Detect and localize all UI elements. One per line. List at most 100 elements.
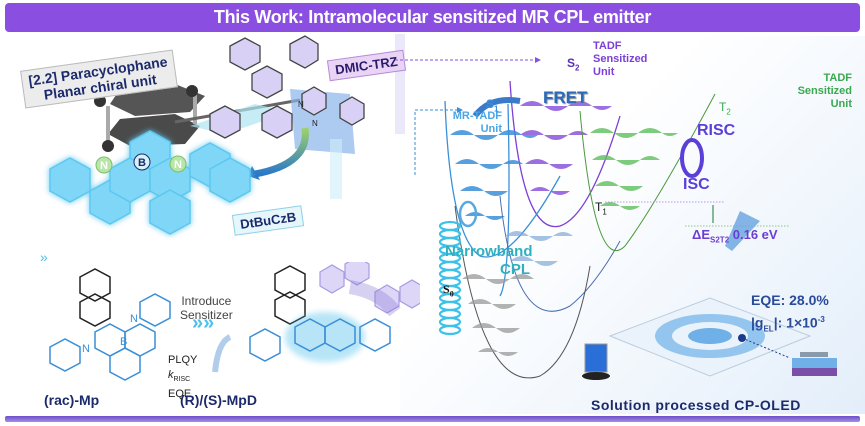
rac-mp-paracyclophane <box>79 268 111 327</box>
device-layer-bottom <box>792 368 837 376</box>
cpl-line2: CPL <box>500 261 530 278</box>
s0-potential-curve <box>454 205 591 379</box>
rs-mpd-sensitizer <box>319 262 420 314</box>
introduce-line: Introduce <box>181 294 232 308</box>
nitrogen-atom <box>169 155 187 173</box>
t2-vibrational-levels <box>590 128 678 210</box>
rac-mp-n2: N <box>130 313 138 325</box>
improvement-plqy: PLQY <box>168 354 198 366</box>
energy-level-diagram <box>438 80 837 380</box>
solution-beaker-icon <box>584 343 608 373</box>
tadf-sensitized-unit-purple: TADF Sensitized Unit <box>593 40 647 79</box>
triazine-n-label: N <box>312 119 318 128</box>
s2-potential-curve <box>509 80 621 228</box>
tadf-line3: Unit <box>593 66 615 78</box>
t2-label: T2 <box>719 100 731 116</box>
rs-mpd-paracyclophane <box>274 265 306 325</box>
t1-vibrational-levels <box>505 231 573 266</box>
gel-exp: -3 <box>817 315 825 324</box>
rac-mp-n: N <box>82 343 90 355</box>
rac-mp-b: B <box>120 336 127 348</box>
page-title: This Work: Intramolecular sensitized MR … <box>213 7 652 27</box>
improvements-list: PLQY kRISC EQE <box>168 353 197 402</box>
fret-arrow <box>472 97 521 118</box>
t1-sub: 1 <box>602 207 607 217</box>
s1-arrowhead <box>457 107 463 113</box>
tadf-green-line1: TADF <box>823 72 852 84</box>
introduce-sensitizer-text: Introduce Sensitizer <box>180 294 233 322</box>
s1-connector <box>414 109 457 175</box>
title-bar: This Work: Intramolecular sensitized MR … <box>5 3 860 32</box>
s2-label: S2 <box>567 56 579 72</box>
gel-prefix: |g <box>751 314 764 331</box>
dmic-trz-structure <box>209 35 365 139</box>
gel-value: |gEL|: 1×10-3 <box>751 310 829 339</box>
core-atom-n2: N <box>174 159 182 171</box>
s1-main: S <box>486 97 495 111</box>
s2-arrowhead <box>535 57 541 63</box>
tadf-green-line2: Sensitized <box>797 85 852 97</box>
t2-main: T <box>719 100 727 114</box>
gel-sub: EL <box>763 324 774 334</box>
energy-transfer-arrow <box>254 127 309 178</box>
isc-mini-cycle-icon <box>458 200 478 228</box>
device-layer-middle <box>792 358 837 368</box>
improvement-arrow <box>212 334 232 373</box>
improvement-krisc: kRISC <box>168 368 197 387</box>
s1-vibrational-levels <box>450 130 538 220</box>
device-callout-line <box>741 337 791 359</box>
dtbuczb-core: N B N <box>49 129 251 236</box>
delta-e-label: ΔES2T2 0.16 eV <box>692 227 778 245</box>
rs-mpd-core <box>249 318 391 362</box>
s0-main: S <box>443 282 450 296</box>
connector-lines <box>395 57 541 175</box>
delta-e-value: 0.16 eV <box>732 227 778 242</box>
rac-mp-core <box>49 293 171 381</box>
improvement-eqe: EQE <box>168 388 192 401</box>
mr-tadf-unit-label: MR-TADF Unit <box>440 110 502 136</box>
tadf-green-line3: Unit <box>830 98 852 110</box>
tag-shading <box>330 139 342 199</box>
s2-vibrational-levels <box>520 101 612 195</box>
t1-potential-curve <box>499 195 621 312</box>
beaker-shadow <box>582 372 610 380</box>
tag-shading <box>395 34 405 134</box>
donor-acceptor-link <box>348 280 401 317</box>
eqe-value: EQE: 28.0% <box>751 292 829 308</box>
narrowband-cpl-label: Narrowband CPL <box>445 243 533 279</box>
bottom-divider <box>5 416 860 422</box>
risc-isc-cycle-icon <box>680 138 704 178</box>
mr-line2: Unit <box>480 123 502 135</box>
krisc-sub: RISC <box>173 376 191 384</box>
molecule-structures: N B N »» <box>49 262 420 381</box>
s2-main: S <box>567 56 576 70</box>
core-atom-b: B <box>138 157 146 169</box>
t1-label: T1 <box>595 200 607 216</box>
nitrogen-atom <box>95 156 113 174</box>
triazine-n-label: N <box>298 100 304 109</box>
pipette-icon <box>725 211 760 251</box>
right-chevrons-icon: »» <box>192 312 214 334</box>
t1-main: T <box>595 200 603 214</box>
swirl-ring <box>688 328 732 344</box>
s2-sub: 2 <box>575 63 580 73</box>
delta-e-main: ΔE <box>692 227 711 242</box>
s1-label: S1 <box>486 97 498 113</box>
cpl-line1: Narrowband <box>445 243 533 260</box>
device-caption: Solution processed CP-OLED <box>591 397 801 413</box>
isc-label: ISC <box>683 176 710 193</box>
boron-atom <box>133 153 151 171</box>
risc-label: RISC <box>697 122 736 139</box>
rs-mpd-label: (R)/(S)-MpD <box>180 392 257 408</box>
s1-sub: 1 <box>494 104 499 114</box>
t2-sub: 2 <box>726 107 731 117</box>
tadf-line2: Sensitized <box>593 53 648 65</box>
s0-vibrational-levels <box>462 274 534 356</box>
cpl-helix-icon <box>438 220 462 336</box>
energy-diagram-background <box>400 36 865 414</box>
mr-line1: MR-TADF <box>452 110 502 122</box>
tadf-line1: TADF <box>593 40 622 52</box>
fret-label: FRET <box>543 88 588 107</box>
gel-suffix: |: 1×10 <box>773 314 818 331</box>
s0-label: S0 <box>443 282 454 298</box>
